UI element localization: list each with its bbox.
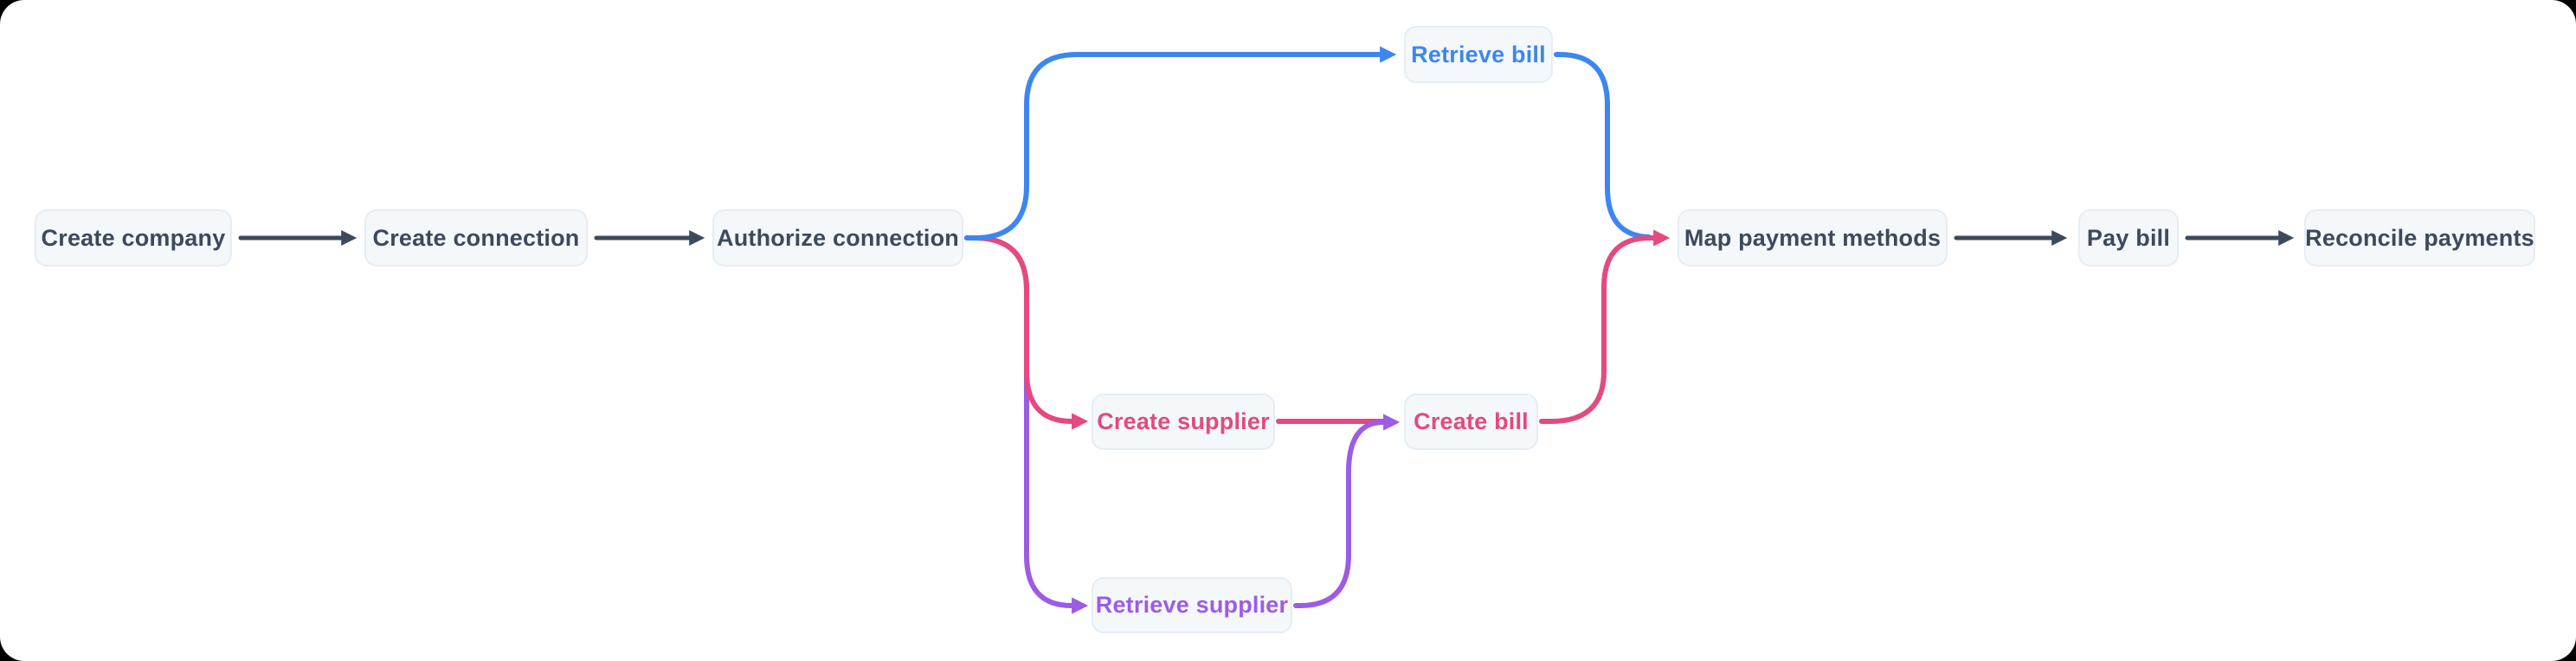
node-reconcile-payments[interactable]: Reconcile payments bbox=[2304, 209, 2535, 266]
node-create-supplier[interactable]: Create supplier bbox=[1092, 394, 1275, 450]
node-pay-bill[interactable]: Pay bill bbox=[2078, 209, 2179, 266]
node-create-connection[interactable]: Create connection bbox=[364, 209, 588, 266]
edge-authorize-to-retrieve-bill bbox=[964, 46, 1397, 241]
node-create-bill[interactable]: Create bill bbox=[1404, 394, 1538, 450]
edge-create-bill-to-map bbox=[1539, 229, 1671, 424]
edge-retrieve-bill-to-map bbox=[1554, 52, 1652, 240]
node-create-company[interactable]: Create company bbox=[35, 209, 232, 266]
node-retrieve-supplier[interactable]: Retrieve supplier bbox=[1092, 577, 1292, 633]
edge-retrieve-supplier-to-create-bill bbox=[1293, 414, 1401, 608]
node-retrieve-bill[interactable]: Retrieve bill bbox=[1404, 26, 1553, 83]
node-authorize-connection[interactable]: Authorize connection bbox=[712, 209, 963, 266]
edge-authorize-to-create-supplier bbox=[964, 235, 1089, 430]
node-map-payment-methods[interactable]: Map payment methods bbox=[1678, 209, 1948, 266]
